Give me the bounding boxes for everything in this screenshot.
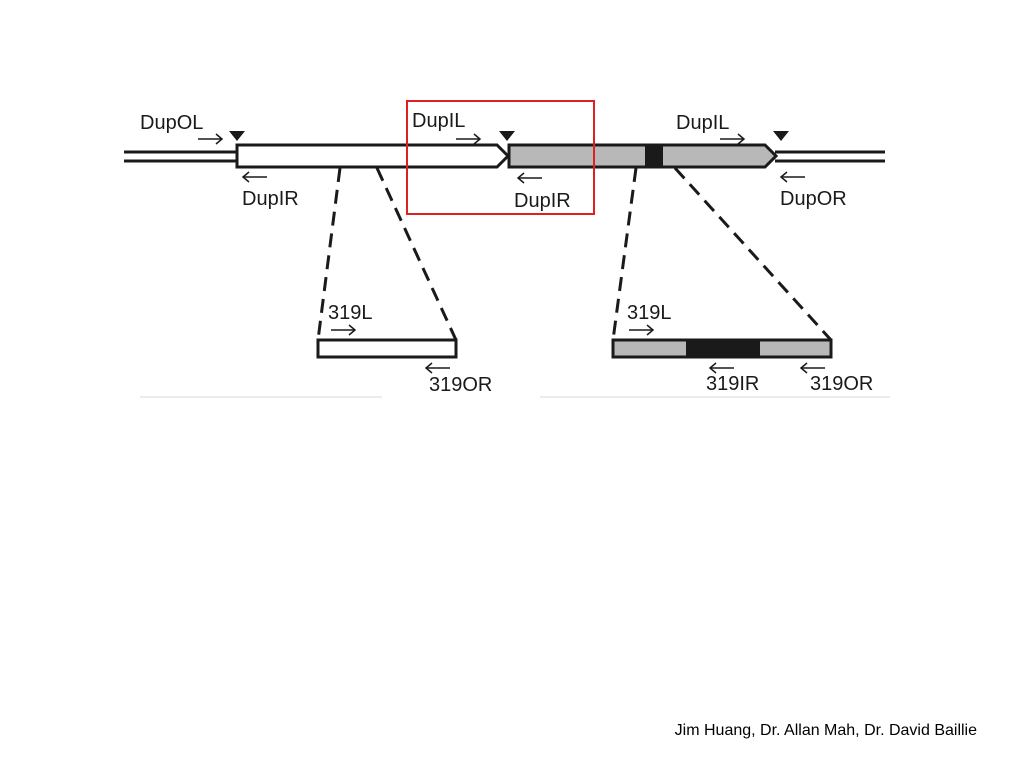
arrow-left-icon [241, 171, 267, 183]
insert-block [645, 145, 663, 167]
label-dupil-right: DupIL [676, 112, 729, 134]
label-dupir-mid: DupIR [514, 190, 571, 212]
zoom-lines-left [316, 167, 458, 341]
arrow-right-icon [629, 324, 655, 336]
highlight-box [406, 100, 595, 215]
zoom-lines-right [611, 166, 833, 342]
label-dupor: DupOR [780, 188, 847, 210]
arrow-left-icon [799, 362, 825, 374]
white-duplicated-segment [235, 143, 511, 169]
arrow-right-icon [331, 324, 357, 336]
chromosome-right-line [775, 150, 885, 163]
label-319ir: 319IR [706, 373, 759, 395]
arrow-left-icon [708, 362, 734, 374]
label-dupil-left: DupIL [412, 110, 465, 132]
arrow-left-icon [424, 362, 450, 374]
arrow-left-icon [779, 171, 805, 183]
label-319l-right: 319L [627, 302, 672, 324]
triangle-marker-3 [773, 131, 789, 141]
zoom-bar-gray [611, 338, 833, 359]
chromosome-left-line [124, 150, 238, 163]
author-credit: Jim Huang, Dr. Allan Mah, Dr. David Bail… [674, 722, 977, 739]
label-319or-left: 319OR [429, 374, 492, 396]
triangle-marker-2 [499, 131, 515, 141]
arrow-right-icon [198, 133, 224, 145]
zoom-bar-white [316, 338, 458, 359]
arrow-left-icon [516, 172, 542, 184]
arrow-right-icon [456, 133, 482, 145]
label-dupol: DupOL [140, 112, 203, 134]
label-319or-right: 319OR [810, 373, 873, 395]
arrow-right-icon [720, 133, 746, 145]
label-dupir-left: DupIR [242, 188, 299, 210]
label-319l-left: 319L [328, 302, 373, 324]
gray-duplicated-segment [507, 143, 779, 169]
zoom-insert-block [686, 340, 760, 357]
triangle-marker-1 [229, 131, 245, 141]
